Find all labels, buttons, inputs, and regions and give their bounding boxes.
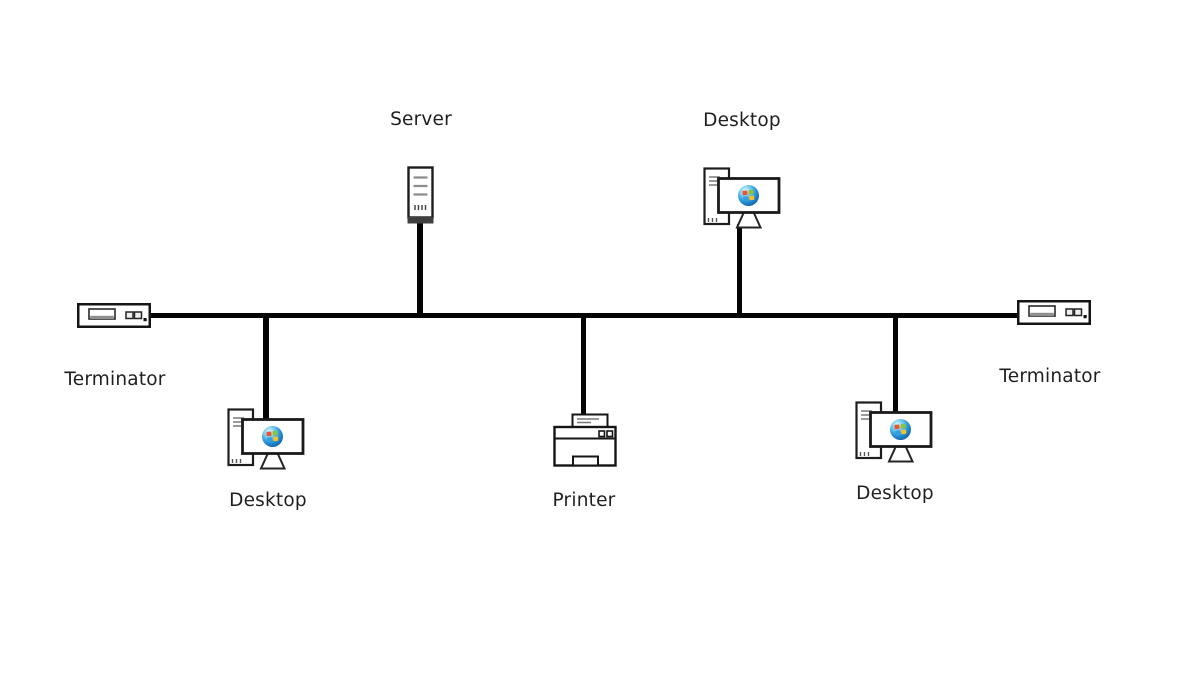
node-desktop-bottom-left-label: Desktop xyxy=(229,490,307,511)
drop-cable-desktop-top[interactable] xyxy=(736,224,742,318)
node-terminator-left-label: Terminator xyxy=(64,369,166,390)
node-terminator-right[interactable] xyxy=(1017,300,1091,325)
node-desktop-bottom-right-label: Desktop xyxy=(856,483,934,504)
server-icon xyxy=(407,166,434,225)
drop-cable-desktop-bottom-left[interactable] xyxy=(263,314,269,424)
node-terminator-right-label: Terminator xyxy=(999,366,1101,387)
printer-icon xyxy=(553,410,617,472)
terminator-icon xyxy=(77,303,151,328)
node-desktop-bottom-left[interactable] xyxy=(227,408,305,470)
drop-cable-server[interactable] xyxy=(417,220,423,318)
node-terminator-left[interactable] xyxy=(77,303,151,328)
desktop-icon xyxy=(855,401,933,463)
drop-cable-desktop-bottom-right[interactable] xyxy=(892,314,898,418)
node-desktop-top-label: Desktop xyxy=(703,110,781,131)
node-desktop-bottom-right[interactable] xyxy=(855,401,933,463)
node-desktop-top[interactable] xyxy=(703,167,781,229)
node-server-label: Server xyxy=(390,109,452,130)
node-printer-label: Printer xyxy=(552,490,616,511)
node-server[interactable] xyxy=(407,166,434,225)
terminator-icon xyxy=(1017,300,1091,325)
node-printer[interactable] xyxy=(553,410,617,472)
drop-cable-printer[interactable] xyxy=(580,314,586,422)
desktop-icon xyxy=(227,408,305,470)
desktop-icon xyxy=(703,167,781,229)
